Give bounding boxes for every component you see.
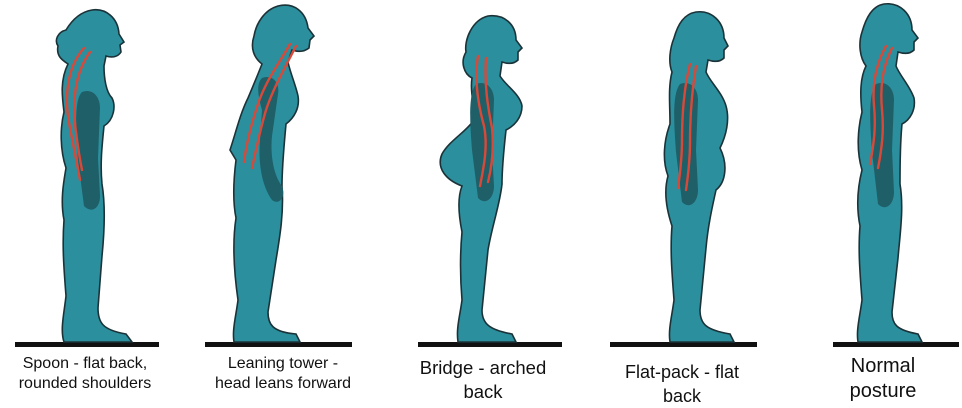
spine-flat-pack <box>676 62 692 190</box>
figure-leaning-tower <box>229 4 316 343</box>
figure-bridge <box>439 15 524 343</box>
spine-normal <box>868 44 888 166</box>
arm-leaning-tower <box>258 76 284 202</box>
ground-line-spoon <box>15 342 159 347</box>
figure-flat-pack <box>663 11 736 343</box>
caption-normal: Normal posture <box>849 355 917 402</box>
spine-normal-2 <box>876 46 894 170</box>
figure-normal <box>856 3 924 343</box>
arm-spoon <box>76 90 100 210</box>
spine-spoon-2 <box>73 50 92 172</box>
spine-flat-pack-2 <box>684 64 698 192</box>
caption-spoon: Spoon - flat back, rounded shoulders <box>18 355 152 392</box>
spine-leaning-tower <box>242 42 292 164</box>
spine-bridge-2 <box>484 56 494 184</box>
caption-bridge: Bridge - arched back <box>419 357 547 402</box>
spine-bridge <box>475 54 487 188</box>
ground-line-normal <box>833 342 959 347</box>
ground-lines <box>15 342 959 347</box>
ground-line-leaning-tower <box>205 342 352 347</box>
spine-leaning-tower-2 <box>250 44 298 170</box>
figure-spoon <box>55 9 134 343</box>
ground-line-flat-pack <box>610 342 757 347</box>
body-silhouette-flat-pack <box>663 11 736 343</box>
caption-leaning-tower: Leaning tower - head leans forward <box>214 355 352 392</box>
caption-flat-pack: Flat-pack - flat back <box>624 362 740 406</box>
spine-spoon <box>65 46 86 182</box>
ground-line-bridge <box>418 342 562 347</box>
